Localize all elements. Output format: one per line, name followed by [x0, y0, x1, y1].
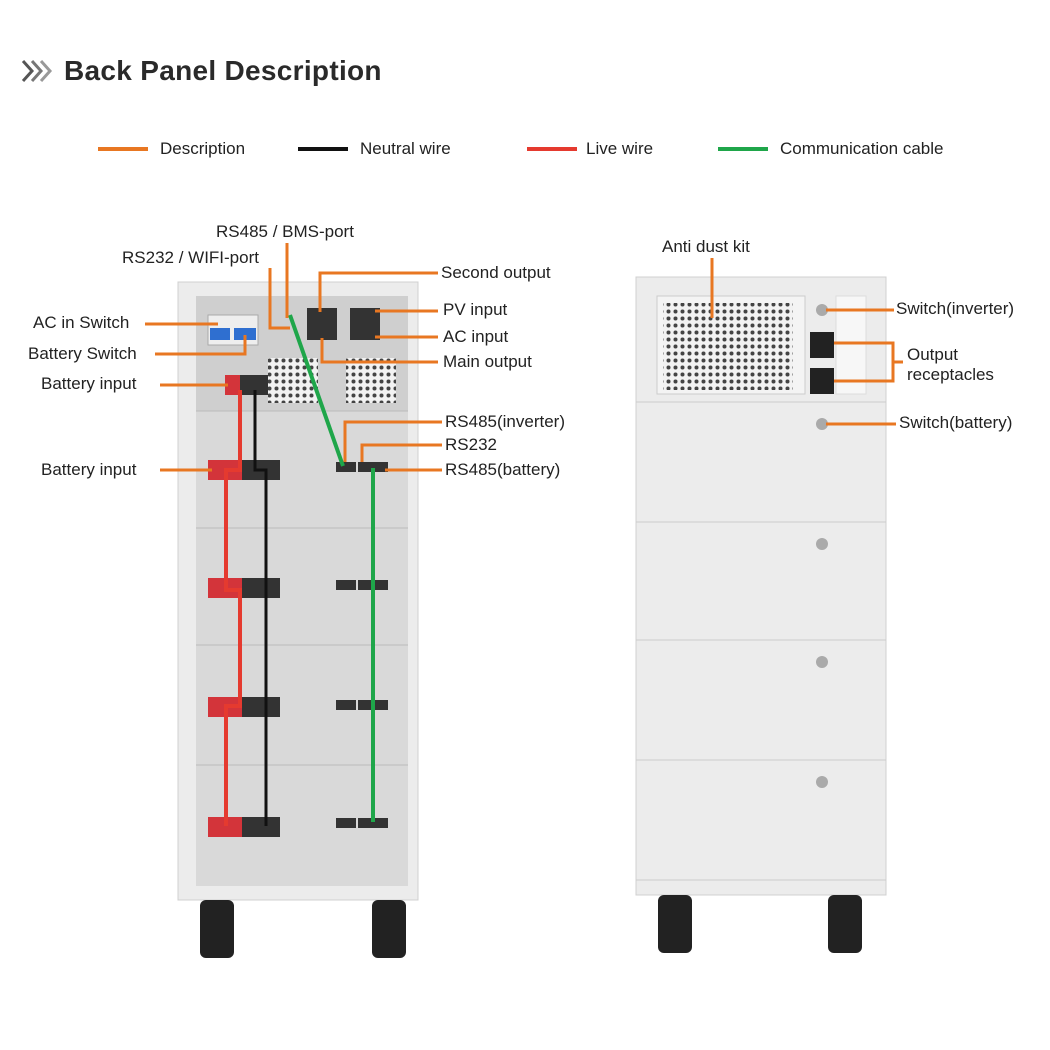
label-output-receptacles: receptacles — [907, 365, 994, 384]
receptacle — [810, 332, 834, 358]
input-terminals — [350, 308, 380, 340]
legend-live-wire: Live wire — [527, 139, 653, 159]
label-battery-switch: Battery Switch — [28, 344, 137, 363]
neutral-wire — [253, 390, 268, 826]
anti-dust-mesh — [663, 303, 793, 390]
legend-swatch — [527, 147, 577, 151]
label-rs485-battery: RS485(battery) — [445, 460, 561, 479]
label-battery-input: Battery input — [41, 460, 137, 479]
label-battery-input: Battery input — [41, 374, 137, 393]
right-cabinet — [635, 276, 887, 953]
legend-neutral-wire: Neutral wire — [298, 139, 451, 159]
label-main-output: Main output — [443, 352, 532, 371]
wheel — [372, 900, 406, 958]
label-switch-battery: Switch(battery) — [899, 413, 1013, 432]
legend-description: Description — [98, 139, 245, 159]
output-terminals — [307, 308, 337, 340]
legend-communication-cable: Communication cable — [718, 139, 943, 159]
label-anti-dust-kit: Anti dust kit — [662, 237, 750, 256]
label-output-receptacles: Output — [907, 345, 959, 364]
switch-knob — [816, 304, 828, 316]
label-ac-in-switch: AC in Switch — [33, 313, 130, 332]
legend-swatch — [98, 147, 148, 151]
wheel — [200, 900, 234, 958]
legend-label: Live wire — [586, 139, 654, 158]
legend-label: Description — [160, 139, 246, 158]
label-rs485-inverter: RS485(inverter) — [445, 412, 565, 431]
label-rs485-bms-port: RS485 / BMS-port — [216, 222, 354, 241]
comm-ports — [336, 462, 388, 828]
live-wire — [224, 390, 242, 826]
label-rs232-wifi-port: RS232 / WIFI-port — [122, 248, 259, 267]
legend-label: Communication cable — [780, 139, 944, 158]
fan-vent — [346, 358, 396, 403]
legend-swatch — [298, 147, 348, 151]
wheel — [828, 895, 862, 953]
left-cabinet — [177, 281, 419, 958]
double-chevron-right-icon — [21, 59, 53, 83]
label-second-output: Second output — [441, 263, 551, 282]
page-title: Back Panel Description — [64, 55, 382, 86]
spec-label — [835, 295, 867, 395]
legend-label: Neutral wire — [360, 139, 451, 158]
receptacle — [810, 368, 834, 394]
label-switch-inverter: Switch(inverter) — [896, 299, 1015, 318]
label-ac-input: AC input — [443, 327, 509, 346]
legend-swatch — [718, 147, 768, 151]
label-pv-input: PV input — [443, 300, 508, 319]
wheel — [658, 895, 692, 953]
communication-cable — [288, 314, 345, 467]
label-rs232: RS232 — [445, 435, 497, 454]
fan-vent — [268, 358, 318, 403]
callout-lines — [145, 243, 903, 472]
